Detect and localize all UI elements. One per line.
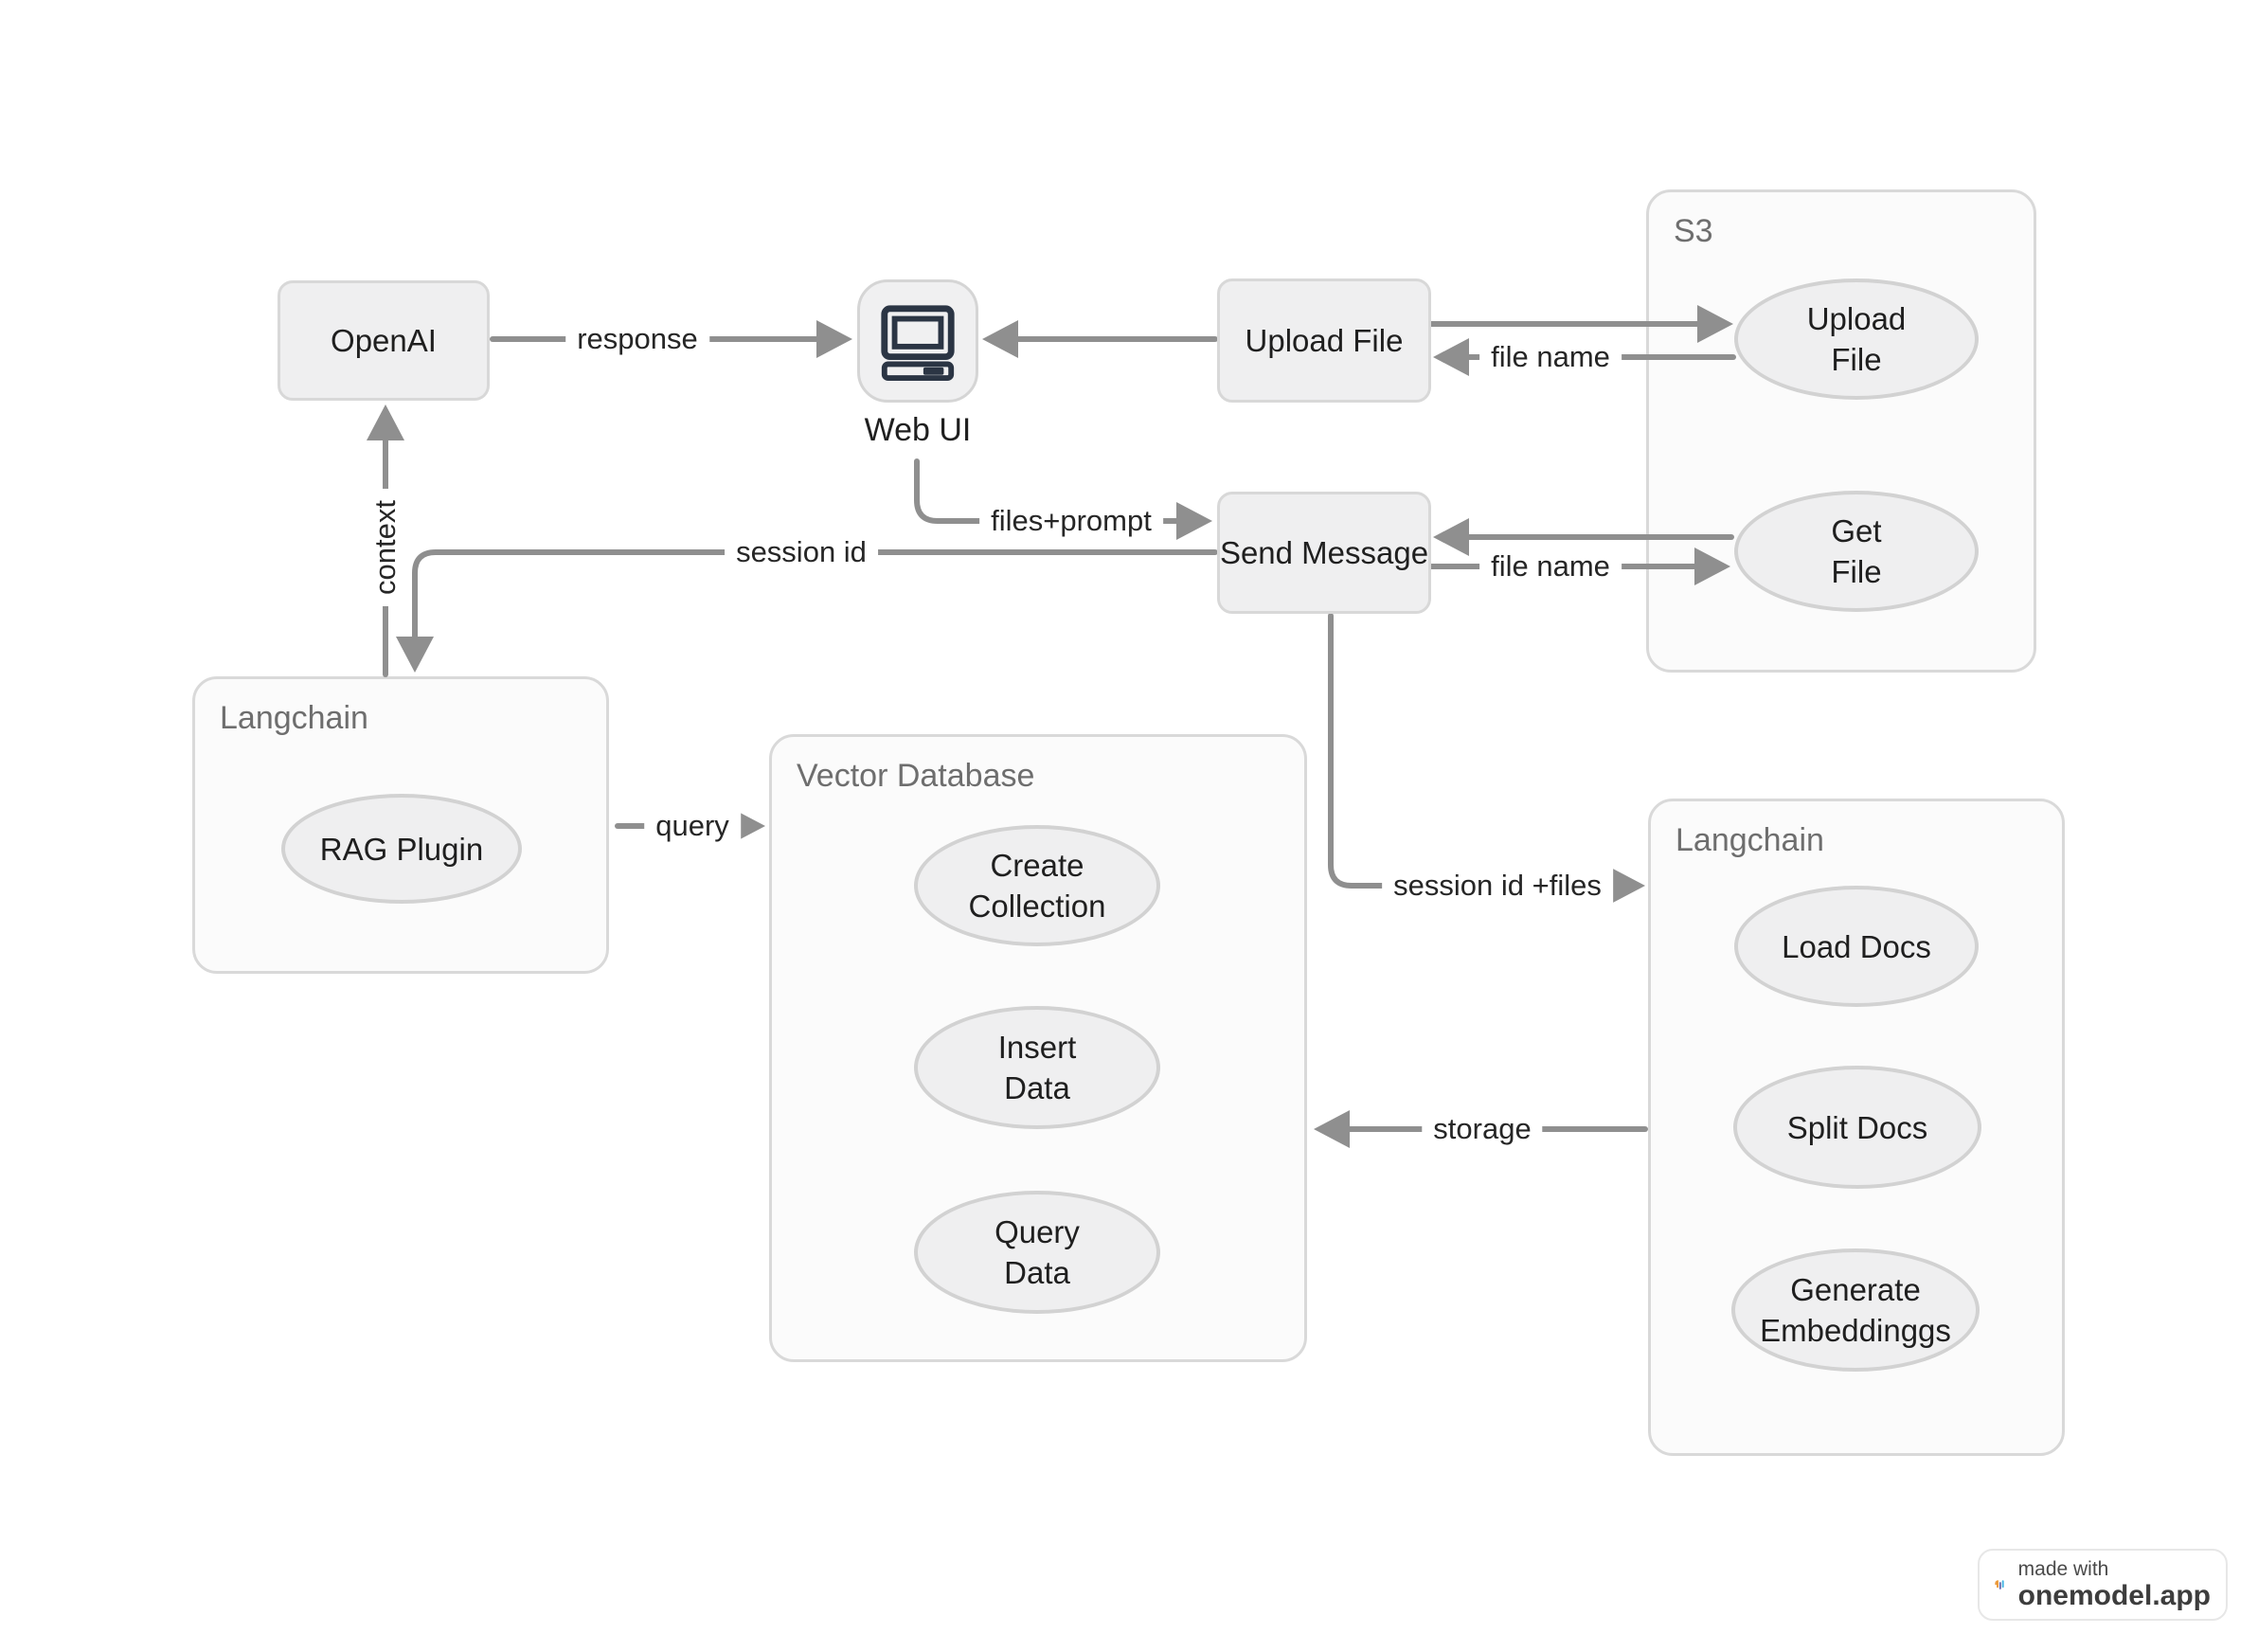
- node-generate-embeddings[interactable]: Generate Embeddinggs: [1731, 1248, 1980, 1372]
- edge-uploadfile-to-webui-arrowhead: [982, 320, 1018, 358]
- edge-storage-arrowhead: [1314, 1110, 1350, 1148]
- node-send-message[interactable]: Send Message: [1217, 492, 1431, 614]
- edge-files-prompt-arrowhead: [1176, 502, 1212, 540]
- node-create-collection[interactable]: Create Collection: [914, 825, 1160, 946]
- edge-session-id-files-arrowhead: [1609, 867, 1645, 905]
- edge-label-query: query: [644, 807, 741, 845]
- container-langchain-right-label: Langchain: [1676, 822, 1824, 858]
- edge-label-get-file-name: file name: [1479, 548, 1622, 585]
- edge-getfile-to-sendmessage-arrowhead: [1433, 518, 1469, 556]
- node-rag-plugin[interactable]: RAG Plugin: [281, 794, 522, 904]
- computer-icon: [881, 305, 955, 382]
- edge-label-upload-file-name: file name: [1479, 338, 1622, 376]
- edge-label-session-id: session id: [725, 533, 878, 571]
- edge-session-id-arrowhead: [396, 637, 434, 673]
- node-insert-data[interactable]: Insert Data: [914, 1006, 1160, 1129]
- node-s3-get-file[interactable]: Get File: [1734, 491, 1979, 612]
- container-vector-database-label: Vector Database: [797, 758, 1035, 794]
- edge-label-response: response: [565, 320, 709, 358]
- edge-uploadbox-to-s3upload-arrowhead: [1697, 305, 1733, 343]
- node-web-ui[interactable]: [857, 279, 978, 403]
- edge-session-id-files-line: [1328, 613, 1618, 889]
- edge-response-arrowhead: [816, 320, 852, 358]
- edge-files-prompt-line: [914, 458, 1185, 524]
- container-s3-label: S3: [1674, 213, 1713, 249]
- container-langchain-left-label: Langchain: [220, 700, 368, 736]
- edge-label-files-prompt: files+prompt: [979, 502, 1163, 540]
- edge-getfile-filename-arrowhead: [1694, 548, 1730, 585]
- onemodel-badge[interactable]: made with onemodel.app: [1978, 1549, 2228, 1621]
- badge-brand: onemodel.app: [2017, 1580, 2211, 1612]
- node-openai[interactable]: OpenAI: [278, 280, 490, 401]
- badge-made-with: made with: [2017, 1558, 2109, 1581]
- node-upload-file[interactable]: Upload File: [1217, 278, 1431, 403]
- edge-label-context: context: [367, 489, 404, 606]
- node-load-docs[interactable]: Load Docs: [1734, 886, 1979, 1007]
- edge-label-storage: storage: [1422, 1110, 1543, 1148]
- node-query-data[interactable]: Query Data: [914, 1191, 1160, 1314]
- node-split-docs[interactable]: Split Docs: [1733, 1066, 1981, 1189]
- node-s3-upload-file[interactable]: Upload File: [1734, 278, 1979, 400]
- node-web-ui-label: Web UI: [864, 412, 972, 448]
- edge-session-id-line: [412, 549, 1218, 645]
- onemodel-logo-icon: [1995, 1580, 2004, 1589]
- edge-context-arrowhead: [367, 404, 404, 440]
- badge-text: made with onemodel.app: [2018, 1558, 2211, 1611]
- edge-s3upload-filename-arrowhead: [1433, 338, 1469, 376]
- edge-label-session-id-files: session id +files: [1382, 867, 1613, 905]
